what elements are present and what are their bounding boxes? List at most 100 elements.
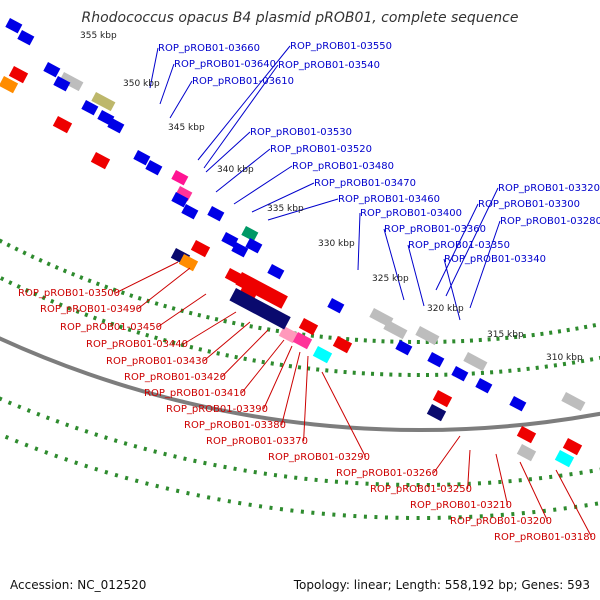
tick-mark — [275, 328, 280, 334]
gene-feature — [90, 151, 111, 170]
leader-line — [469, 220, 501, 309]
kbp-tick-rings — [0, 238, 600, 521]
gene-feature — [0, 76, 19, 94]
tick-mark — [84, 312, 89, 318]
gene-label: ROP_pROB01-03420 — [124, 372, 226, 383]
tick-mark — [16, 284, 21, 290]
gene-feature — [53, 76, 71, 92]
leader-line — [267, 198, 339, 221]
gene-feature — [327, 298, 345, 314]
tick-mark — [223, 318, 228, 324]
gene-label: ROP_pROB01-03390 — [166, 404, 268, 415]
tick-mark — [263, 471, 268, 476]
gene-label: ROP_pROB01-03200 — [450, 516, 552, 527]
gene-feature — [221, 231, 239, 248]
tick-mark — [206, 495, 211, 500]
gene-label: ROP_pROB01-03500 — [18, 288, 120, 299]
tick-mark — [217, 497, 221, 502]
gene-feature — [451, 366, 469, 382]
gene-feature — [278, 326, 299, 344]
tick-mark — [14, 246, 19, 252]
tick-mark — [145, 332, 150, 338]
leader-line — [203, 64, 279, 169]
tick-mark — [249, 324, 254, 329]
tick-mark — [540, 331, 544, 337]
tick-mark — [589, 357, 594, 362]
gene-label: ROP_pROB01-03380 — [184, 420, 286, 431]
tick-mark — [243, 356, 247, 362]
tick-mark — [94, 466, 99, 472]
tick-mark — [188, 310, 193, 316]
leader-line — [169, 80, 193, 119]
tick-mark — [569, 472, 573, 477]
tick-mark — [575, 326, 579, 331]
gene-feature — [91, 91, 116, 112]
accession-label: Accession: NC_012520 — [10, 578, 147, 592]
tick-mark — [41, 295, 46, 301]
gene-label: ROP_pROB01-03410 — [144, 388, 246, 399]
leader-line — [197, 45, 291, 161]
tick-mark — [24, 442, 29, 448]
gene-feature — [8, 66, 29, 84]
tick-mark — [153, 449, 158, 454]
tick-mark — [26, 408, 31, 413]
leader-line — [433, 435, 461, 474]
tick-mark — [113, 438, 118, 443]
tick-mark — [114, 472, 119, 478]
gene-feature — [241, 225, 259, 242]
tick-mark — [173, 454, 177, 459]
gene-label: ROP_pROB01-03400 — [360, 208, 462, 219]
gene-feature — [52, 116, 73, 134]
gene-feature — [312, 346, 333, 364]
gene-feature — [59, 72, 84, 92]
gene-feature — [516, 444, 537, 462]
gene-label: ROP_pROB01-03640 — [174, 59, 276, 70]
tick-mark — [95, 281, 100, 287]
tick-mark — [8, 280, 13, 286]
leader-line — [407, 244, 425, 307]
gene-feature — [171, 191, 189, 208]
gene-label: ROP_pROB01-03610 — [192, 76, 294, 87]
leader-line — [445, 187, 499, 297]
tick-mark — [203, 460, 207, 466]
gene-label: ROP_pROB01-03350 — [408, 240, 510, 251]
gene-label: ROP_pROB01-03360 — [384, 224, 486, 235]
gene-feature — [175, 186, 193, 202]
tick-mark — [544, 364, 549, 369]
tick-mark — [34, 446, 39, 452]
tick-mark — [234, 354, 238, 360]
tick-mark — [84, 463, 89, 469]
gene-feature — [426, 404, 447, 422]
gene-feature — [554, 450, 575, 468]
tick-mark — [14, 438, 19, 444]
tick-mark — [123, 441, 128, 446]
leader-line — [383, 228, 405, 301]
tick-mark — [553, 363, 558, 368]
tick-mark — [233, 466, 237, 472]
kbp-label: 325 kbp — [372, 274, 409, 284]
gene-feature — [292, 332, 313, 350]
kbp-label: 340 kbp — [217, 165, 254, 175]
tick-mark — [129, 293, 134, 298]
tick-mark — [38, 257, 43, 263]
tick-mark — [36, 411, 41, 417]
gene-feature — [178, 253, 199, 272]
tick-mark — [231, 320, 236, 326]
leader-line — [303, 355, 309, 442]
leader-line — [321, 371, 367, 458]
gene-label: ROP_pROB01-03540 — [278, 60, 380, 71]
leader-line — [357, 212, 361, 271]
leader-line — [137, 267, 191, 310]
tick-mark — [24, 287, 30, 293]
tick-mark — [54, 265, 59, 270]
gene-label: ROP_pROB01-03450 — [60, 322, 162, 333]
tick-mark — [583, 324, 588, 330]
leader-line — [251, 182, 315, 213]
tick-mark — [579, 470, 583, 475]
tick-mark — [154, 301, 159, 306]
gene-feature — [432, 389, 453, 408]
tick-mark — [213, 462, 217, 468]
tick-mark — [74, 460, 79, 466]
backbone-line — [0, 336, 600, 432]
